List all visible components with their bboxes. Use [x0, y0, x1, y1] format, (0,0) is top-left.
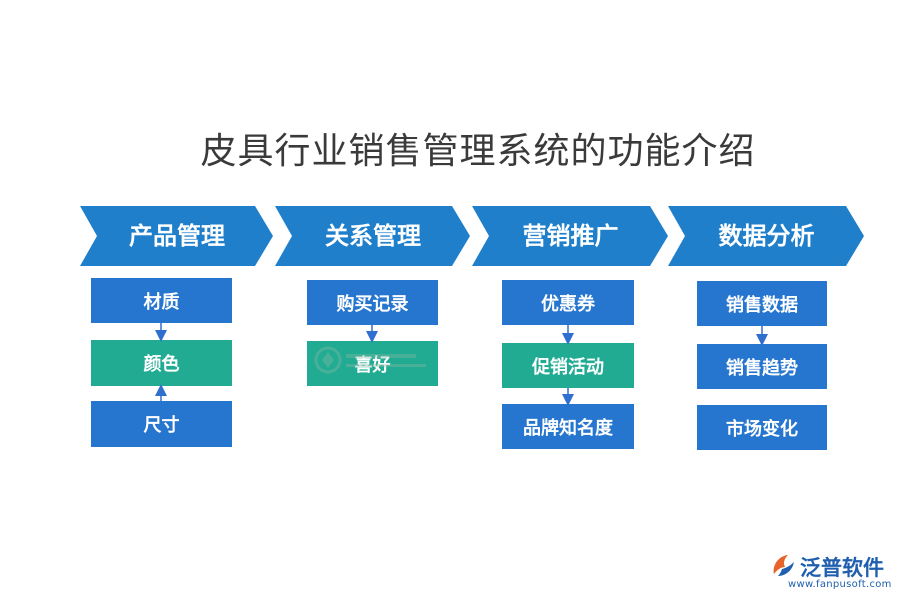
logo-name: 泛普软件	[800, 556, 884, 580]
header-marketing: 营销推广	[522, 221, 619, 250]
header-analytics: 数据分析	[718, 221, 815, 250]
brand-logo: 泛普软件 www.fanpusoft.com	[770, 552, 895, 596]
chevron-2	[275, 206, 470, 266]
item-sales-trend: 销售趋势	[697, 344, 827, 389]
item-purchase-record: 购买记录	[307, 280, 438, 325]
item-size: 尺寸	[91, 401, 232, 447]
item-material: 材质	[91, 278, 232, 323]
logo-url: www.fanpusoft.com	[788, 579, 892, 590]
diagram-title: 皮具行业销售管理系统的功能介绍	[200, 131, 756, 172]
item-brand-awareness: 品牌知名度	[502, 404, 634, 449]
item-preference: 喜好	[307, 341, 438, 386]
header-product: 产品管理	[129, 221, 225, 250]
chevron-3	[472, 206, 668, 266]
chevron-4	[668, 206, 864, 266]
item-market-change: 市场变化	[697, 405, 827, 450]
item-promotion: 促销活动	[502, 343, 634, 388]
item-coupon: 优惠券	[502, 280, 634, 325]
item-sales-data: 销售数据	[697, 281, 827, 326]
fanpu-logo-icon	[773, 555, 794, 576]
item-color: 颜色	[91, 340, 232, 386]
header-relation: 关系管理	[325, 221, 421, 250]
chevron-1	[80, 206, 273, 266]
